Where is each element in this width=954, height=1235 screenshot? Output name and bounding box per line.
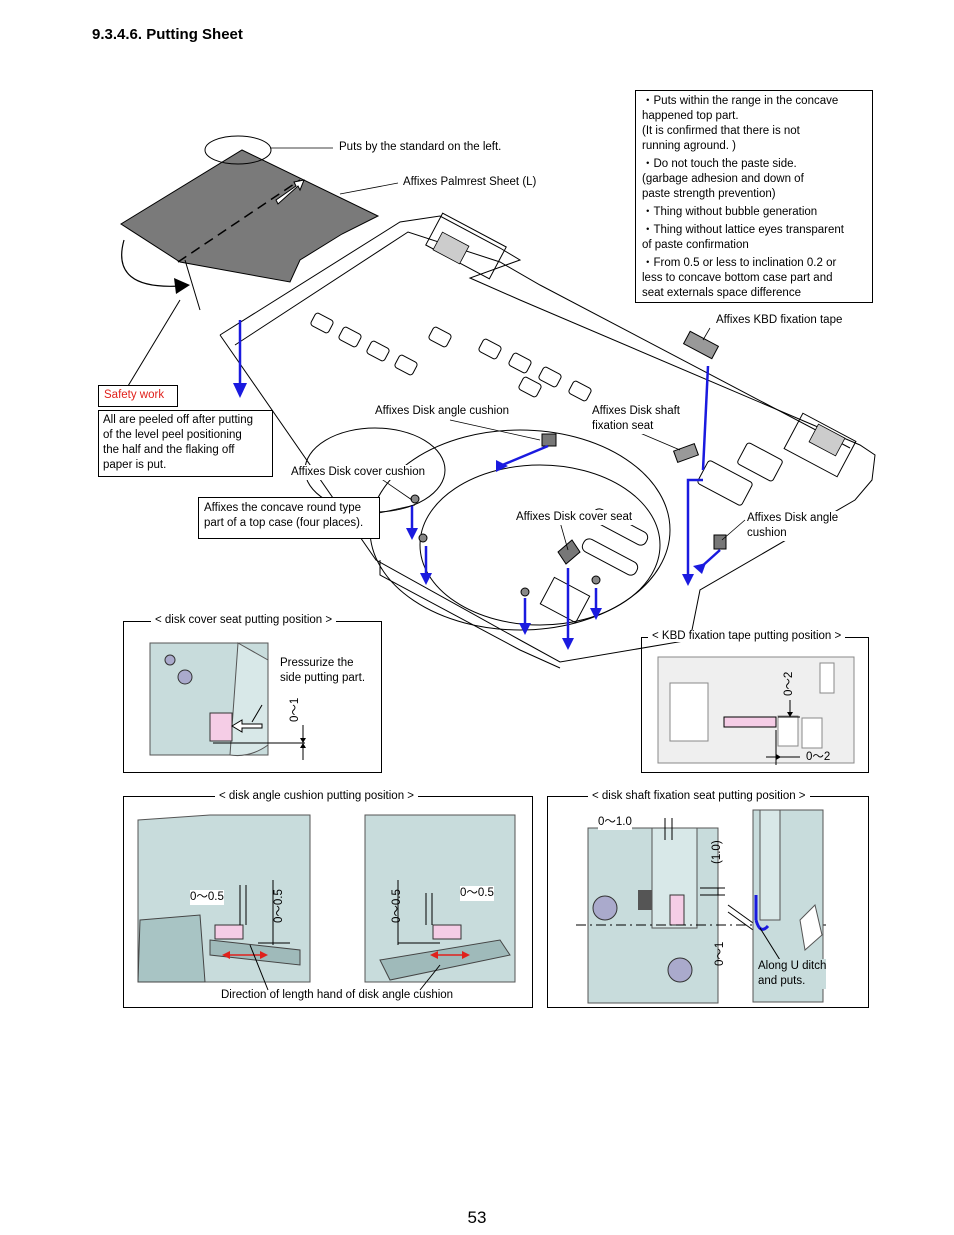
speaker-grilles xyxy=(432,231,846,457)
panel-disk-shaft-title: < disk shaft fixation seat putting posit… xyxy=(588,790,810,802)
label-affixes-kbd-tape: Affixes KBD fixation tape xyxy=(716,314,843,326)
panel-disk-angle-dim-c: 0〜0.5 xyxy=(391,889,403,923)
panel-disk-shaft-dim-top: 0〜1.0 xyxy=(598,815,632,830)
label-disk-angle-cushion-2: Affixes Disk angle cushion xyxy=(747,511,839,541)
disk-angle-detail-drawing xyxy=(137,814,516,991)
label-affixes-palmrest: Affixes Palmrest Sheet (L) xyxy=(403,176,537,188)
note-item: ・Thing without bubble generation xyxy=(642,206,818,218)
panel-kbd-tape xyxy=(641,637,869,773)
note-item: ・Do not touch the paste side. (garbage a… xyxy=(642,158,804,200)
blue-arrows xyxy=(238,320,721,640)
panel-disk-angle-caption: Direction of length hand of disk angle c… xyxy=(221,989,454,1001)
label-disk-shaft-seat: Affixes Disk shaft fixation seat xyxy=(592,404,680,434)
page-number: 53 xyxy=(467,1208,487,1227)
concave-round-note: Affixes the concave round type part of a… xyxy=(198,497,380,539)
panel-disk-cover-dim: 0〜1 xyxy=(289,697,301,722)
label-disk-angle-cushion-1: Affixes Disk angle cushion xyxy=(375,404,510,419)
safety-work-text: All are peeled off after putting of the … xyxy=(98,410,273,477)
disk-cover-detail-drawing xyxy=(149,642,306,760)
panel-disk-shaft-dim-side: 0〜1 xyxy=(714,941,726,966)
palmrest-sheet xyxy=(120,135,380,283)
panel-disk-angle-cushion xyxy=(123,796,533,1008)
panel-disk-angle-dim-a: 0〜0.5 xyxy=(190,890,224,905)
section-title: 9.3.4.6. Putting Sheet xyxy=(92,26,243,43)
note-item: ・Puts within the range in the concave ha… xyxy=(642,95,839,152)
label-disk-cover-seat: Affixes Disk cover seat xyxy=(516,510,633,525)
panel-disk-cover-seat xyxy=(123,621,382,773)
panel-disk-cover-title: < disk cover seat putting position > xyxy=(151,614,337,626)
note-item: ・Thing without lattice eyes transparent … xyxy=(642,224,844,251)
panel-disk-shaft-note: Along U ditch and puts. xyxy=(758,959,827,989)
kbd-tape-detail-drawing xyxy=(657,656,855,765)
label-disk-cover-cushion: Affixes Disk cover cushion xyxy=(291,465,426,480)
disk-shaft-detail-drawing xyxy=(576,809,830,1004)
panel-disk-angle-dim-d: 0〜0.5 xyxy=(460,886,494,901)
panel-disk-angle-dim-b: 0〜0.5 xyxy=(273,889,285,923)
panel-disk-cover-note: Pressurize the side putting part. xyxy=(280,657,366,684)
panel-kbd-dim-v: 0〜2 xyxy=(783,671,795,696)
panel-kbd-dim-h: 0〜2 xyxy=(806,751,831,763)
notes-box: ・Puts within the range in the concave ha… xyxy=(635,90,873,303)
panel-disk-shaft-dim-paren: (1.0) xyxy=(711,840,723,864)
panel-disk-angle-title: < disk angle cushion putting position > xyxy=(215,790,418,802)
label-puts-standard-left: Puts by the standard on the left. xyxy=(339,141,502,153)
safety-work-label: Safety work xyxy=(98,385,178,407)
panel-kbd-tape-title: < KBD fixation tape putting position > xyxy=(648,630,846,642)
note-item: ・From 0.5 or less to inclination 0.2 or … xyxy=(642,257,837,299)
